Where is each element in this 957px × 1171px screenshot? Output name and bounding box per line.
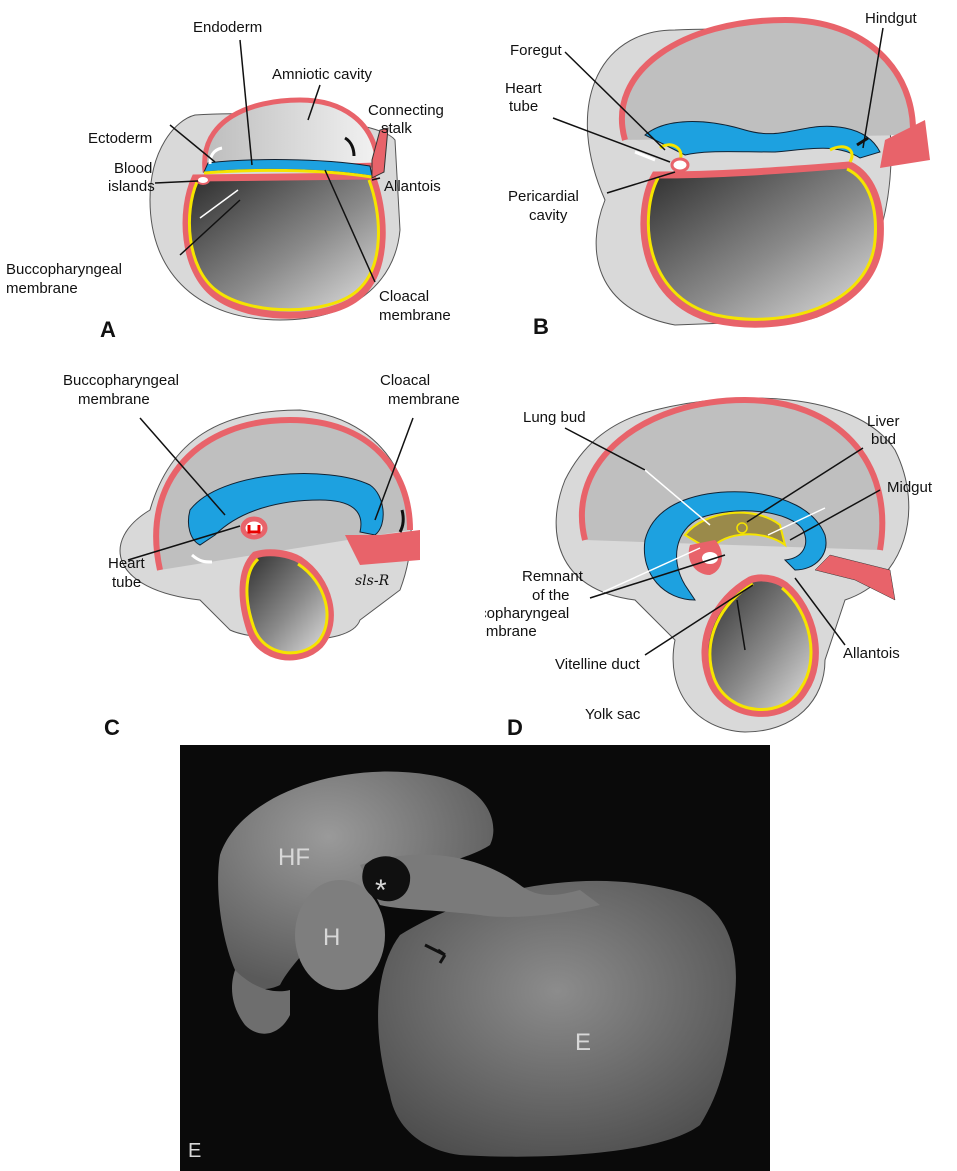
label-buccopharyngeal-c-2: membrane (78, 391, 150, 408)
panel-e: HF * H E E (180, 745, 770, 1171)
panel-b: Hindgut Foregut Heart tube Pericardial c… (485, 0, 957, 345)
label-midgut: Midgut (887, 479, 933, 496)
label-hindgut: Hindgut (865, 10, 918, 27)
label-heart-tube-b-2: tube (509, 98, 538, 115)
panel-letter-a: A (100, 317, 116, 342)
panel-c: Buccopharyngeal membrane Cloacal membran… (0, 360, 470, 745)
label-allantois-d: Allantois (843, 645, 900, 662)
heart-tube-c (243, 519, 265, 537)
yolk-sac-b (644, 165, 881, 324)
blood-islands (197, 176, 209, 184)
label-connecting-stalk-1: Connecting (368, 102, 444, 119)
label-pericardial-1: Pericardial (508, 188, 579, 205)
label-remnant-4: membrane (485, 623, 537, 640)
label-heart-tube-c-1: Heart (108, 555, 146, 572)
label-amniotic-cavity: Amniotic cavity (272, 66, 373, 83)
label-remnant-2: of the (532, 587, 570, 604)
label-endoderm: Endoderm (193, 19, 262, 36)
panel-a: Endoderm Amniotic cavity Connecting stal… (0, 0, 470, 345)
label-cloacal-a-1: Cloacal (379, 288, 429, 305)
panel-letter-e: E (188, 1140, 201, 1162)
label-ectoderm: Ectoderm (88, 130, 152, 147)
label-liver-bud-2: bud (871, 431, 896, 448)
label-vitelline-duct: Vitelline duct (555, 656, 641, 673)
label-cloacal-a-2: membrane (379, 307, 451, 324)
panel-d: Lung bud Liver bud Midgut Remnant of the… (485, 360, 957, 745)
sem-label-e: E (575, 1029, 591, 1056)
label-buccopharyngeal-a-1: Buccopharyngeal (6, 261, 122, 278)
label-cloacal-c-1: Cloacal (380, 372, 430, 389)
label-liver-bud-1: Liver (867, 413, 900, 430)
label-lung-bud: Lung bud (523, 409, 586, 426)
label-foregut: Foregut (510, 42, 563, 59)
panel-letter-c: C (104, 715, 120, 740)
sem-label-hf: HF (278, 844, 310, 871)
heart-tube-b (672, 159, 688, 171)
label-connecting-stalk-2: stalk (381, 120, 412, 137)
label-cloacal-c-2: membrane (388, 391, 460, 408)
label-buccopharyngeal-a-2: membrane (6, 280, 78, 297)
label-blood-islands-1: Blood (114, 160, 152, 177)
sem-label-asterisk: * (375, 874, 387, 907)
artist-signature: sls-R (355, 573, 390, 589)
endoderm-body-sem (378, 881, 736, 1157)
label-yolk-sac: Yolk sac (585, 706, 641, 723)
label-heart-tube-b-1: Heart (505, 80, 543, 97)
sem-label-h: H (323, 924, 340, 951)
label-blood-islands-2: islands (108, 178, 155, 195)
label-buccopharyngeal-c-1: Buccopharyngeal (63, 372, 179, 389)
liver-bud-d (737, 523, 747, 533)
label-pericardial-2: cavity (529, 207, 568, 224)
label-allantois-a: Allantois (384, 178, 441, 195)
panel-letter-b: B (533, 314, 549, 339)
panel-letter-d: D (507, 715, 523, 740)
label-remnant-3: buccopharyngeal (485, 605, 569, 622)
label-heart-tube-c-2: tube (112, 574, 141, 591)
label-remnant-1: Remnant (522, 568, 584, 585)
